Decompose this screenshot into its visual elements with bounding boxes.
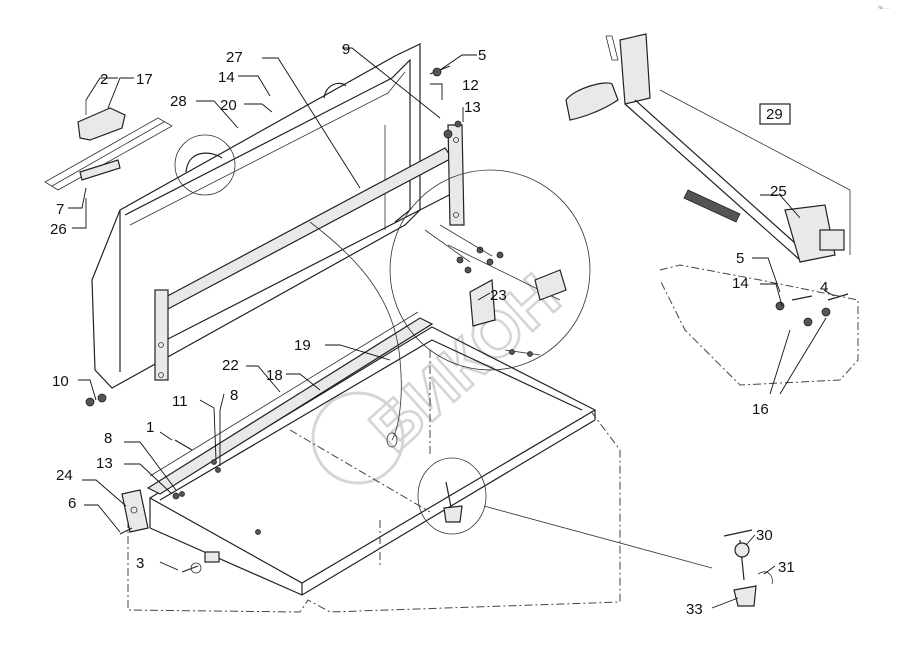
group-box-label: 29 xyxy=(766,106,783,123)
corner-mark: № ... xyxy=(878,5,889,11)
callout-8: 8 xyxy=(104,430,112,447)
callout-2: 2 xyxy=(100,71,108,88)
callout-13: 13 xyxy=(464,99,481,116)
callout-16: 16 xyxy=(752,401,769,418)
lid-cable xyxy=(309,221,402,441)
callout-12-right: 14 xyxy=(732,275,749,292)
callout-7-left: 7 xyxy=(56,201,64,218)
box-body xyxy=(121,311,621,613)
lower-fasteners xyxy=(85,393,261,574)
callout-14: 14 xyxy=(218,69,235,86)
handle-assembly xyxy=(44,100,173,191)
callout-31: 31 xyxy=(778,559,795,576)
leader-lines xyxy=(68,47,835,609)
callout-5-top: 5 xyxy=(478,47,486,64)
callout-4: 4 xyxy=(820,279,828,296)
callout-6: 6 xyxy=(68,495,76,512)
latch-detail xyxy=(417,457,773,607)
prop-mechanism xyxy=(565,33,859,386)
callout-labels: 2 17 28 27 14 20 9 5 12 13 7 26 10 19 22… xyxy=(50,41,828,618)
callout-5-right: 5 xyxy=(736,250,744,267)
callout-3: 3 xyxy=(136,555,144,572)
callout-24: 24 xyxy=(56,467,73,484)
callout-27: 27 xyxy=(226,49,243,66)
callout-7-mid: 8 xyxy=(230,387,238,404)
hinge-detail xyxy=(389,169,591,371)
group-box-29 xyxy=(759,103,791,125)
callout-26: 26 xyxy=(50,221,67,238)
callout-28: 28 xyxy=(170,93,187,110)
watermark-logo xyxy=(311,391,405,485)
callout-25: 25 xyxy=(770,183,787,200)
callout-10: 10 xyxy=(52,373,69,390)
lid-fasteners xyxy=(429,65,462,139)
callout-12-left: 13 xyxy=(96,455,113,472)
callout-33: 33 xyxy=(686,601,703,618)
callout-30: 30 xyxy=(756,527,773,544)
callout-22: 22 xyxy=(222,357,239,374)
box-lid xyxy=(91,43,465,389)
callout-1: 1 xyxy=(146,419,154,436)
callout-9: 9 xyxy=(342,41,350,58)
callout-11: 11 xyxy=(172,393,188,410)
callout-12-top: 12 xyxy=(462,77,479,94)
callout-17: 17 xyxy=(136,71,153,88)
callout-18: 18 xyxy=(266,367,283,384)
callout-23: 23 xyxy=(490,287,507,304)
callout-19: 19 xyxy=(294,337,311,354)
callout-20: 20 xyxy=(220,97,237,114)
